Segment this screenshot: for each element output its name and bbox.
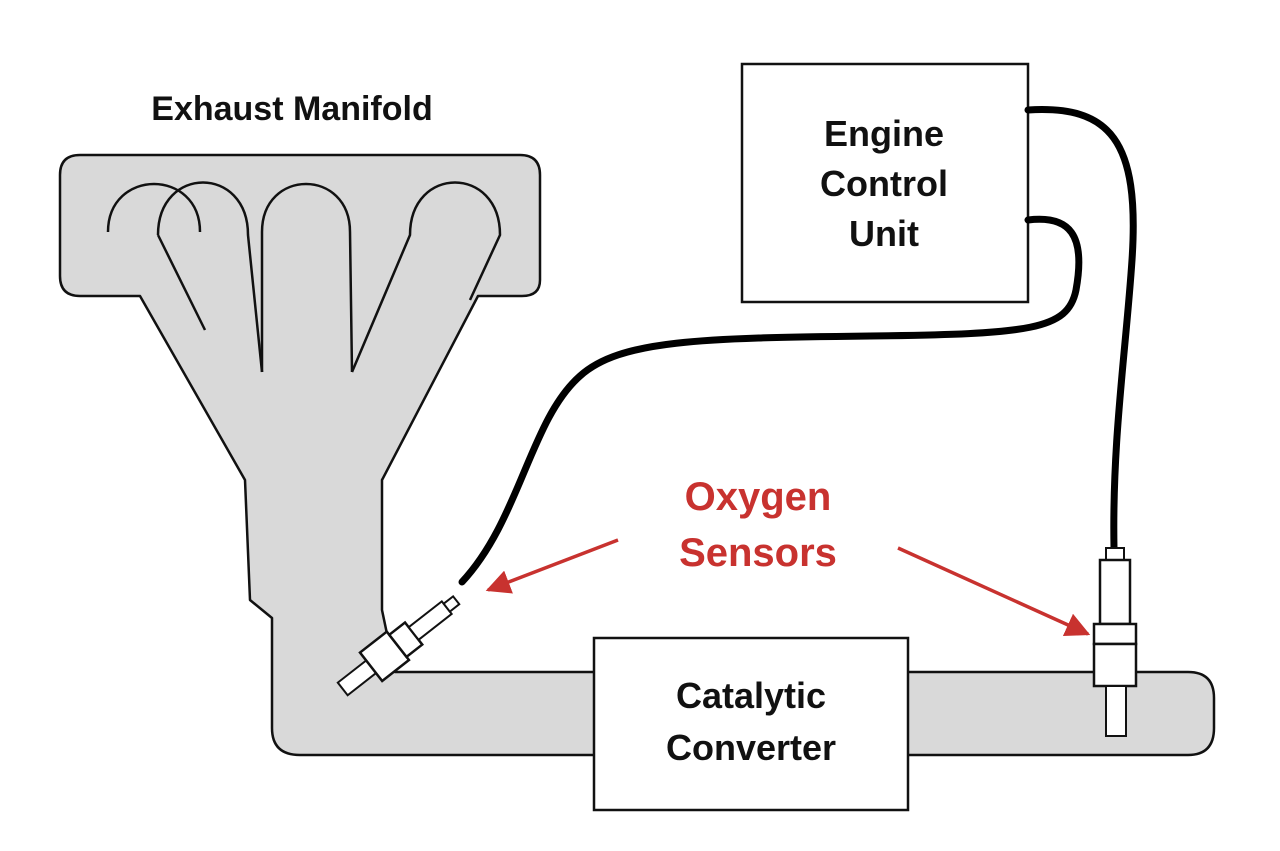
wire-downstream-sensor [1024, 106, 1137, 552]
manifold-runner-left [156, 181, 264, 373]
catalytic-converter-box [592, 636, 910, 812]
exhaust-manifold-body [58, 153, 1216, 757]
arrow-to-upstream-sensor [485, 538, 619, 594]
catalytic-converter-label-line2: Converter [666, 727, 836, 768]
oxygen-sensors-label-line2: Sensors [679, 531, 837, 575]
ecu-label-line3: Unit [849, 213, 919, 254]
arrow-to-downstream-sensor [897, 546, 1091, 637]
oxygen-sensors-label-line1: Oxygen [685, 475, 832, 519]
oxygen-sensor-downstream [1092, 547, 1138, 737]
ecu-box [740, 62, 1030, 304]
ecu-label-line1: Engine [824, 113, 944, 154]
ecu-label-line2: Control [820, 163, 948, 204]
oxygen-sensor-upstream [336, 594, 461, 697]
catalytic-converter-label-line1: Catalytic [676, 675, 826, 716]
wire-upstream-sensor [458, 215, 1083, 586]
manifold-runner-center [260, 182, 354, 373]
manifold-runner-outer-left [106, 182, 202, 233]
manifold-runner-right [350, 181, 502, 373]
exhaust-manifold-label: Exhaust Manifold [151, 90, 432, 128]
